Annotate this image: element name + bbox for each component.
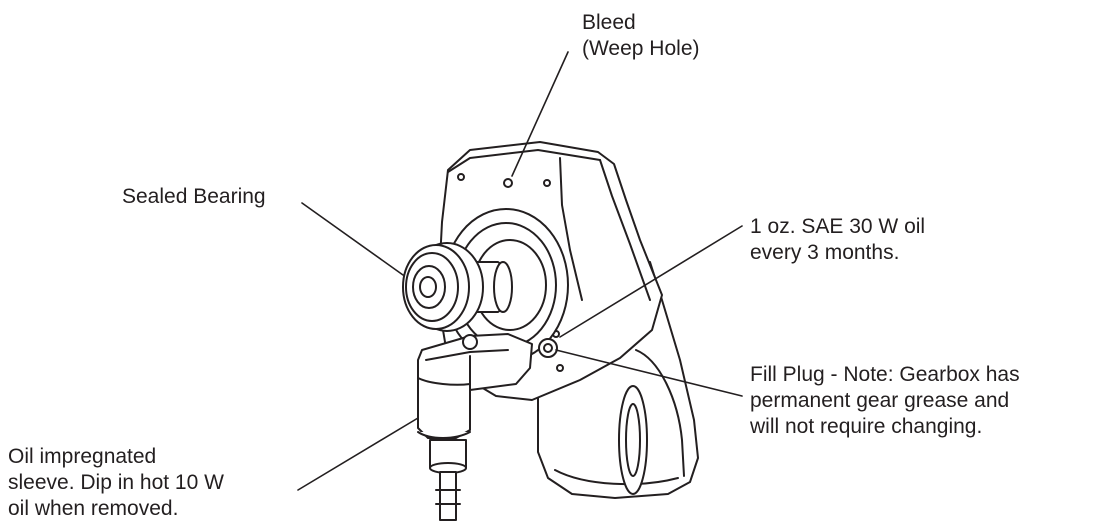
sleeve-label: Oil impregnated sleeve. Dip in hot 10 W … [8, 444, 224, 522]
leader-line-bearing [302, 203, 403, 275]
fill-plug [539, 339, 557, 357]
fill-plug-label-line: will not require changing. [750, 415, 983, 438]
bottom-fitting [430, 440, 466, 520]
leader-line-sleeve [298, 418, 418, 490]
bleed-label: Bleed (Weep Hole) [582, 10, 700, 62]
leader-line-bleed [512, 52, 568, 176]
sleeve-label-line: oil when removed. [8, 497, 179, 520]
sealed-bearing-label: Sealed Bearing [122, 184, 266, 210]
leader-line-fill-plug [556, 350, 742, 396]
weep-hole [504, 179, 512, 187]
sleeve-label-line: sleeve. Dip in hot 10 W [8, 471, 224, 494]
oil-interval-label: 1 oz. SAE 30 W oil every 3 months. [750, 214, 925, 266]
sleeve-arm [418, 334, 532, 438]
oil-interval-label-line: 1 oz. SAE 30 W oil [750, 215, 926, 238]
bleed-label-line: Bleed [582, 11, 636, 34]
bleed-label-line: (Weep Hole) [582, 37, 700, 60]
fill-plug-label: Fill Plug - Note: Gearbox has permanent … [750, 362, 1020, 440]
sealed-bearing-label-line: Sealed Bearing [122, 185, 266, 208]
fill-plug-label-line: Fill Plug - Note: Gearbox has [750, 363, 1020, 386]
fill-plug-label-line: permanent gear grease and [750, 389, 1010, 412]
leader-line-oil [560, 226, 742, 337]
oil-interval-label-line: every 3 months. [750, 241, 900, 264]
sleeve-label-line: Oil impregnated [8, 445, 157, 468]
shaft-and-pulley [403, 243, 512, 331]
